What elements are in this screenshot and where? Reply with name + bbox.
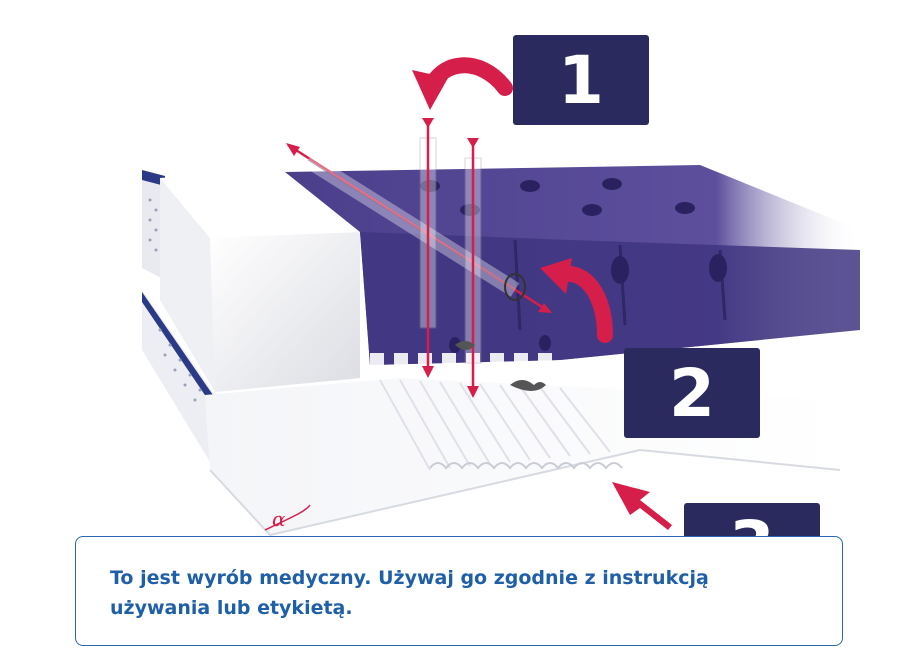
angle-label: α — [272, 507, 286, 531]
airflow-arrows — [264, 57, 672, 531]
zone-badge-2-label: 2 — [669, 354, 715, 432]
white-foam-block — [160, 172, 360, 392]
zone-badge-2: 2 — [624, 348, 760, 438]
medical-device-notice: To jest wyrób medyczny. Używaj go zgodni… — [75, 536, 843, 646]
notice-text: To jest wyrób medyczny. Używaj go zgodni… — [110, 567, 709, 619]
mattress-side-fabric — [142, 170, 215, 470]
zone-badge-1-label: 1 — [558, 41, 604, 119]
zone-badge-1: 1 — [513, 35, 649, 125]
